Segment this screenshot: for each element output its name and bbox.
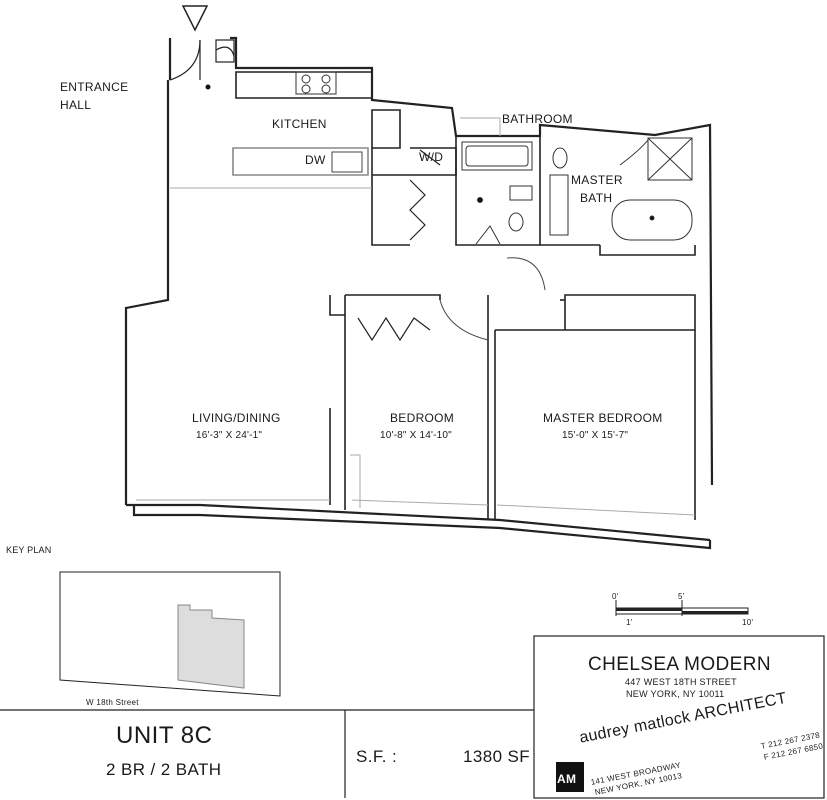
sf-value: 1380 SF <box>463 747 531 766</box>
washer-dryer-label: W/D <box>419 150 444 164</box>
living-dining-label: LIVING/DINING <box>192 411 281 425</box>
architect-logo-mark <box>556 762 584 792</box>
scale-label-5: 5' <box>678 592 685 601</box>
unit-configuration: 2 BR / 2 BATH <box>106 760 222 779</box>
title-block-frame <box>0 635 825 799</box>
bathroom-fixtures <box>461 141 533 245</box>
scale-label-0: 0' <box>612 592 619 601</box>
entrance-hall-label: ENTRANCE <box>60 80 129 94</box>
kitchen-sink <box>331 151 363 173</box>
master-bath-label-2: BATH <box>580 191 613 205</box>
building-name: CHELSEA MODERN <box>588 654 771 675</box>
master-bedroom-label: MASTER BEDROOM <box>543 411 663 425</box>
key-plan-street: W 18th Street <box>86 698 139 707</box>
master-bedroom-dims: 15'-0" X 15'-7" <box>562 430 629 441</box>
key-plan-drawing <box>59 571 281 697</box>
kitchen-label: KITCHEN <box>272 117 327 131</box>
bedroom-label: BEDROOM <box>390 411 455 425</box>
entrance-hall-label-2: HALL <box>60 98 92 112</box>
scale-label-1: 1' <box>626 618 633 627</box>
entry-arrow-icon <box>181 5 209 32</box>
exterior-walls <box>124 36 714 550</box>
master-bath-label: MASTER <box>571 173 623 187</box>
architect-logo-text: AM <box>557 772 577 786</box>
scale-label-10: 10' <box>742 618 754 627</box>
scale-bar <box>615 600 749 616</box>
closet-doors <box>357 149 441 342</box>
interior-walls <box>232 71 696 520</box>
entrance-marker <box>205 84 211 90</box>
entrance-door <box>169 39 235 81</box>
bathroom-label: BATHROOM <box>502 112 573 126</box>
sf-label: S.F. : <box>356 747 398 766</box>
stove-burners <box>295 71 337 95</box>
key-plan-title: KEY PLAN <box>6 545 52 555</box>
unit-number: UNIT 8C <box>116 722 213 749</box>
dishwasher-label: DW <box>305 153 326 167</box>
building-address-1: 447 WEST 18TH STREET <box>625 677 737 687</box>
master-bath-fixtures <box>549 137 693 241</box>
room-separation-lines <box>136 117 696 516</box>
building-address-2: NEW YORK, NY 10011 <box>626 689 725 699</box>
bedroom-dims: 10'-8" X 14'-10" <box>380 430 452 441</box>
living-dining-dims: 16'-3" X 24'-1" <box>196 430 263 441</box>
door-swings <box>439 257 546 341</box>
